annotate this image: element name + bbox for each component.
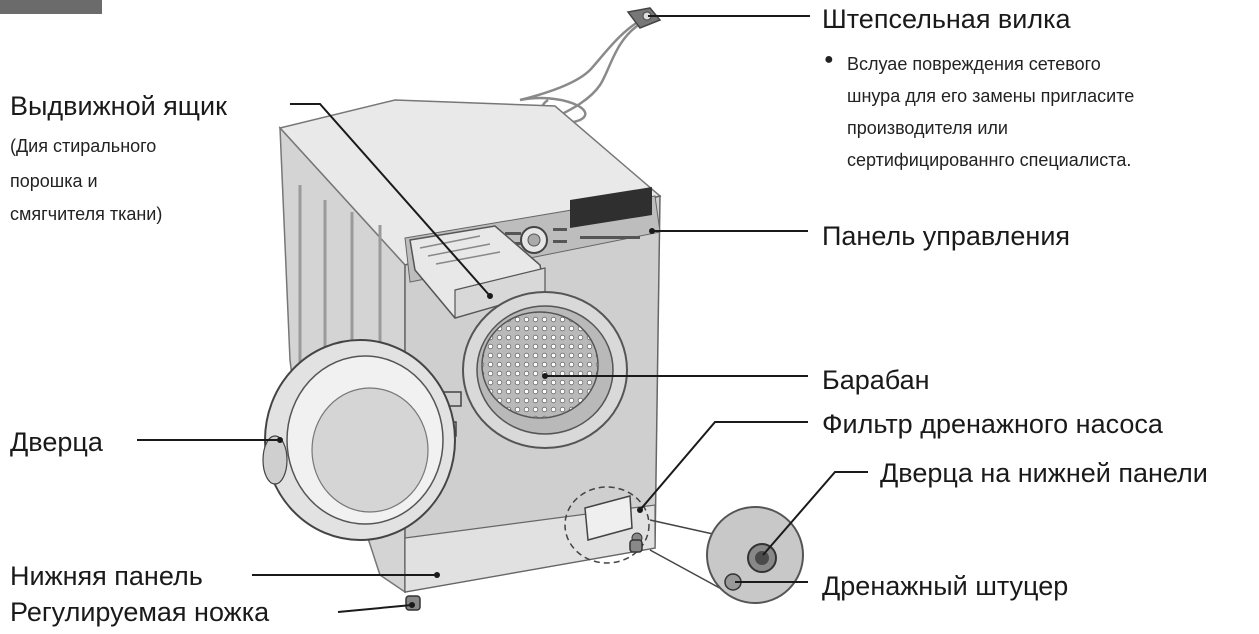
plug-note-line: производителя или	[822, 112, 1134, 144]
drawer-note-line: порошка и	[10, 172, 98, 190]
label-plug: Штепсельная вилка	[822, 6, 1071, 33]
label-drum: Барабан	[822, 367, 930, 394]
drawer-note-line: смягчителя ткани)	[10, 205, 162, 223]
plug-note-line: сертифицированнго специалиста.	[822, 144, 1134, 176]
drum	[482, 312, 598, 418]
label-drawer: Выдвижной ящик	[10, 93, 227, 120]
open-door	[263, 340, 455, 540]
label-drain-fitting: Дренажный штуцер	[822, 573, 1068, 600]
magnified-inset	[650, 507, 803, 603]
plug-note-line: Вслуае повреждения сетевого	[822, 48, 1134, 80]
label-lower-door: Дверца на нижней панели	[880, 460, 1208, 487]
plug-note: ● Вслуае повреждения сетевого шнура для …	[822, 48, 1134, 176]
drawer-note-line: (Дия стирального	[10, 137, 156, 155]
leader-pump-filter	[640, 422, 808, 510]
bullet-icon: ●	[824, 51, 834, 69]
label-adjustable-foot: Регулируемая ножка	[10, 599, 269, 626]
label-pump-filter: Фильтр дренажного насоса	[822, 411, 1163, 438]
label-door: Дверца	[10, 429, 103, 456]
label-bottom-panel: Нижняя панель	[10, 563, 203, 590]
leader-foot	[338, 605, 412, 612]
label-control-panel: Панель управления	[822, 223, 1070, 250]
plug-note-line: шнура для его замены пригласите	[822, 80, 1134, 112]
